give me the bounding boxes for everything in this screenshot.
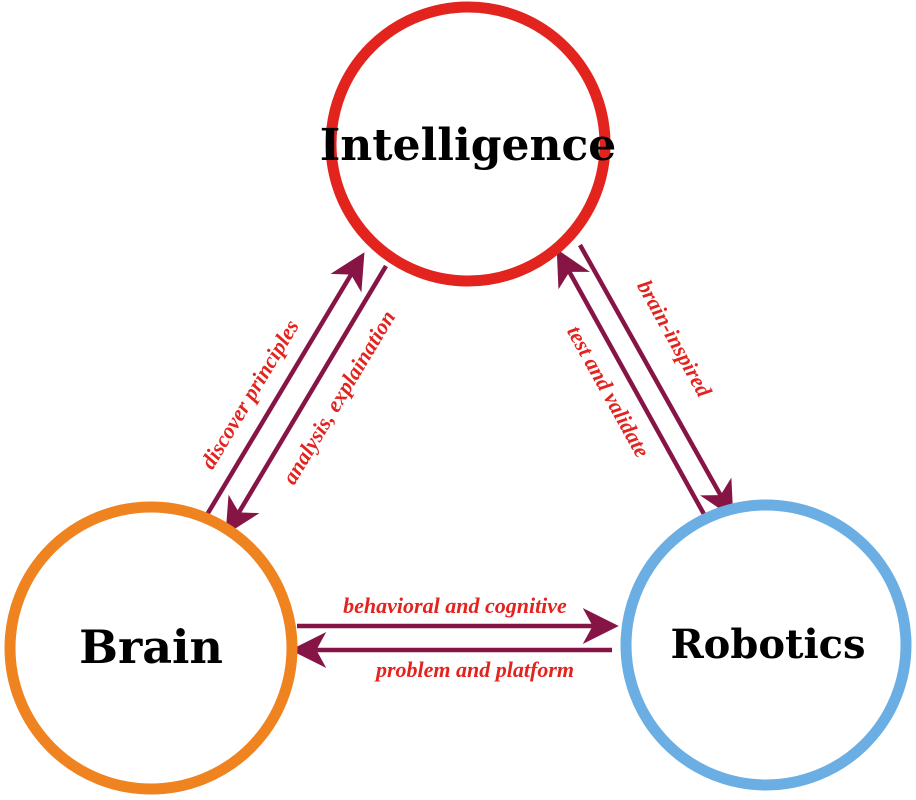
node-brain: Brain [4, 501, 298, 795]
node-robotics: Robotics [620, 499, 912, 791]
arrow-intelligence-to-brain [225, 264, 388, 535]
brain-label: Brain [79, 620, 223, 674]
arrow-brain-to-intelligence [203, 252, 365, 520]
label-problem-and-platform: problem and platform [374, 657, 574, 682]
robotics-ring [620, 499, 912, 791]
intelligence-ring [325, 1, 611, 287]
arrow-robotics-to-intelligence [556, 249, 712, 527]
node-intelligence: Intelligence [320, 1, 617, 287]
intelligence-label: Intelligence [320, 120, 617, 171]
arrow-intelligence-to-robotics [578, 243, 734, 518]
arrows [203, 243, 734, 668]
label-behavioral-and-cognitive: behavioral and cognitive [343, 593, 567, 618]
label-discover-principles: discover principles [195, 315, 304, 473]
robotics-label: Robotics [670, 621, 865, 668]
brain-ring [4, 501, 298, 795]
label-brain-inspired: brain-inspired [632, 276, 717, 402]
